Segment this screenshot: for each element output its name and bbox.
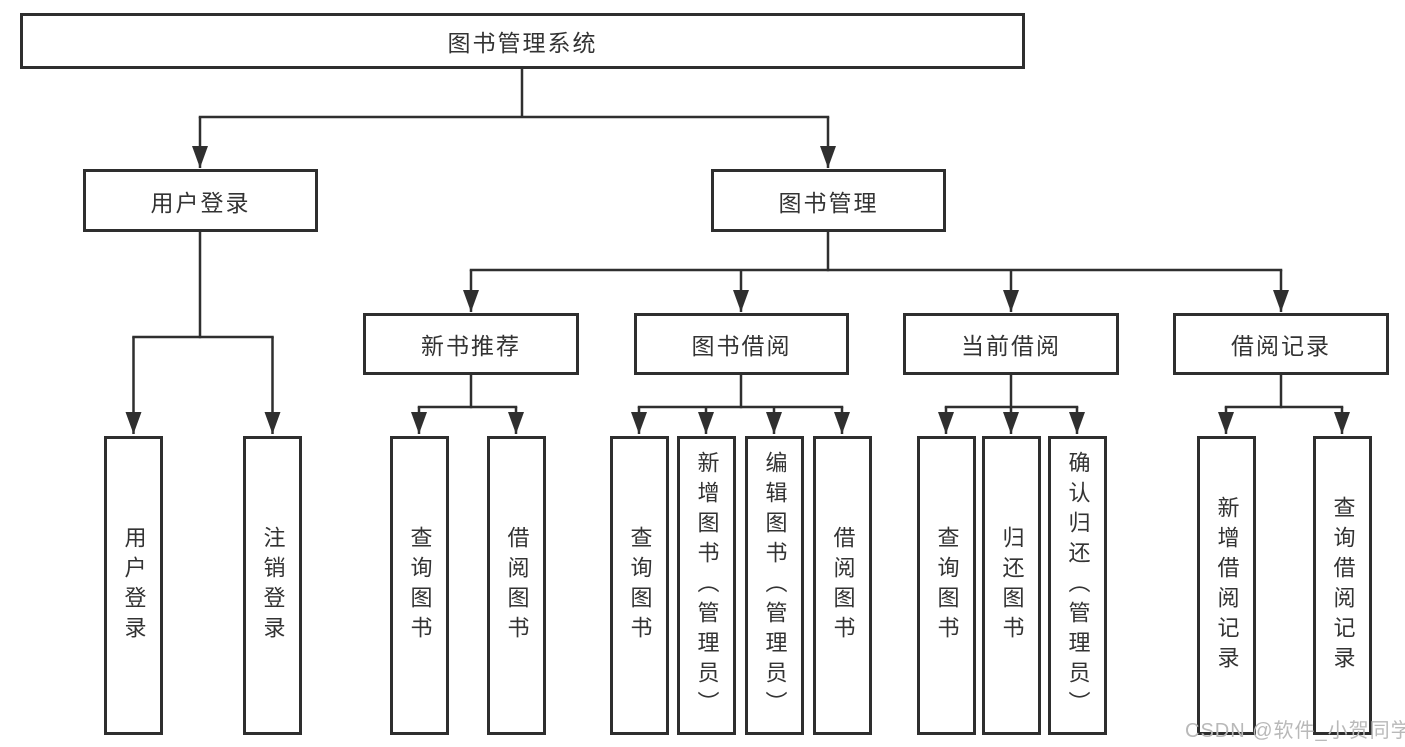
- node-label: 当前借阅: [961, 333, 1061, 359]
- node-label: 新书推荐: [421, 333, 521, 359]
- leaf-logout: 注销登录: [243, 436, 302, 735]
- leaf-query-books-current: 查询图书: [917, 436, 976, 735]
- node-current-borrow: 当前借阅: [903, 313, 1119, 375]
- leaf-label: 新增图书（管理员）: [694, 450, 720, 721]
- node-label: 图书借阅: [691, 333, 792, 359]
- node-label: 用户登录: [150, 189, 251, 216]
- leaf-borrow-books: 借阅图书: [813, 436, 872, 735]
- leaf-add-borrow-record: 新增借阅记录: [1197, 436, 1256, 735]
- leaf-label: 编辑图书（管理员）: [762, 450, 788, 721]
- leaf-query-books-borrow: 查询图书: [610, 436, 669, 735]
- node-user-login-branch: 用户登录: [83, 169, 318, 232]
- leaf-label: 借阅图书: [504, 525, 530, 646]
- leaf-label: 查询图书: [627, 525, 653, 646]
- node-label: 借阅记录: [1231, 333, 1331, 359]
- node-book-management-branch: 图书管理: [711, 169, 946, 232]
- leaf-query-borrow-record: 查询借阅记录: [1313, 436, 1372, 735]
- leaf-label: 用户登录: [121, 525, 147, 646]
- leaf-add-books-admin: 新增图书（管理员）: [677, 436, 736, 735]
- leaf-label: 确认归还（管理员）: [1065, 450, 1091, 721]
- csdn-watermark: CSDN @软件_小贺同学: [1185, 720, 1405, 742]
- node-borrow-records: 借阅记录: [1173, 313, 1389, 375]
- leaf-label: 借阅图书: [830, 525, 856, 646]
- leaf-borrow-books-recommend: 借阅图书: [487, 436, 546, 735]
- leaf-label: 新增借阅记录: [1214, 495, 1240, 676]
- leaf-label: 归还图书: [999, 525, 1025, 646]
- leaf-label: 查询图书: [934, 525, 960, 646]
- node-label: 图书管理: [778, 189, 879, 216]
- leaf-label: 查询图书: [407, 525, 433, 646]
- node-library-management-system: 图书管理系统: [20, 13, 1025, 69]
- leaf-query-books-recommend: 查询图书: [390, 436, 449, 735]
- node-book-borrow: 图书借阅: [634, 313, 849, 375]
- node-new-book-recommend: 新书推荐: [363, 313, 579, 375]
- leaf-return-books: 归还图书: [982, 436, 1041, 735]
- node-label: 图书管理系统: [447, 30, 598, 56]
- leaf-label: 注销登录: [260, 525, 286, 646]
- leaf-user-login: 用户登录: [104, 436, 163, 735]
- leaf-label: 查询借阅记录: [1330, 495, 1356, 676]
- leaf-edit-books-admin: 编辑图书（管理员）: [745, 436, 804, 735]
- leaf-confirm-return-admin: 确认归还（管理员）: [1048, 436, 1107, 735]
